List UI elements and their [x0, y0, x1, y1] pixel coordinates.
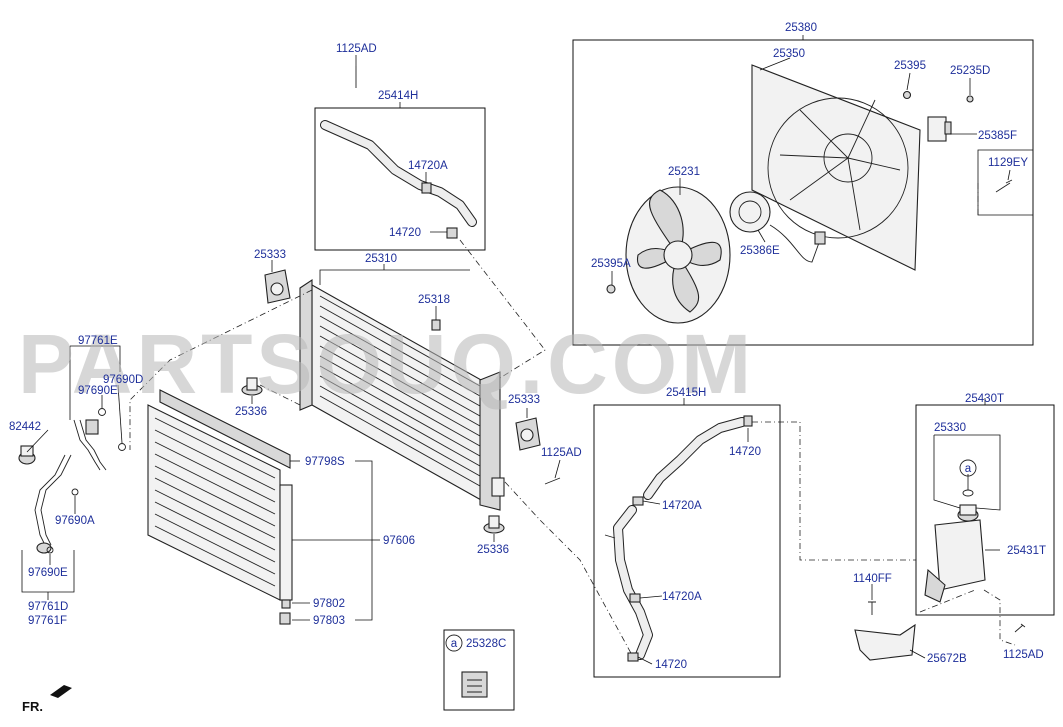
label-25330[interactable]: 25330 [934, 422, 966, 434]
hose-25415H-lower[interactable] [604, 505, 653, 660]
label-25672B[interactable]: 25672B [927, 653, 967, 665]
fan-blade-25231[interactable] [625, 186, 731, 324]
clamp-14720A-top[interactable] [421, 182, 432, 194]
label-97798S[interactable]: 97798S [305, 456, 345, 468]
caution-label-icon [461, 671, 488, 698]
bolt-1140FF[interactable] [868, 601, 876, 615]
oring-97690E-top[interactable] [98, 408, 106, 416]
label-1125AD-top[interactable]: 1125AD [336, 43, 377, 55]
label-14720-mid[interactable]: 14720 [729, 446, 761, 458]
label-25350[interactable]: 25350 [773, 48, 805, 60]
label-1125AD-br[interactable]: 1125AD [1003, 649, 1044, 661]
label-14720A-top[interactable]: 14720A [408, 160, 448, 172]
label-1140FF[interactable]: 1140FF [853, 573, 892, 585]
label-97761D[interactable]: 97761D [28, 601, 68, 613]
label-14720-top[interactable]: 14720 [389, 227, 421, 239]
label-97802[interactable]: 97802 [313, 598, 345, 610]
label-97690D[interactable]: 97690D [103, 374, 143, 386]
ac-pipe-97761D[interactable] [34, 454, 72, 554]
label-97761F[interactable]: 97761F [28, 615, 67, 627]
label-25333-left[interactable]: 25333 [254, 249, 286, 261]
label-14720A-mid1[interactable]: 14720A [662, 500, 702, 512]
clamp-14720A-mid2[interactable] [629, 593, 641, 603]
oring-97690E-bot[interactable] [46, 546, 54, 554]
cap-25330[interactable] [957, 504, 979, 522]
label-25430T[interactable]: 25430T [965, 393, 1004, 405]
label-25386E[interactable]: 25386E [740, 245, 780, 257]
cap-97803[interactable] [279, 612, 291, 625]
bolt-1125AD-br[interactable] [1014, 623, 1026, 633]
label-25310[interactable]: 25310 [365, 253, 397, 265]
front-label: FR. [22, 699, 43, 714]
mount-25333-left[interactable] [264, 269, 291, 304]
label-25395[interactable]: 25395 [894, 60, 926, 72]
label-25336-right[interactable]: 25336 [477, 544, 509, 556]
callout-a-top-text: a [965, 463, 972, 475]
label-14720-bot[interactable]: 14720 [655, 659, 687, 671]
label-25328C[interactable]: 25328C [466, 638, 506, 650]
ac-pipe-97761E[interactable] [73, 419, 107, 471]
label-82442[interactable]: 82442 [9, 421, 41, 433]
label-1129EY[interactable]: 1129EY [988, 157, 1028, 169]
label-25395A[interactable]: 25395A [591, 258, 631, 270]
label-box-25328C [443, 629, 515, 711]
label-25380[interactable]: 25380 [785, 22, 817, 34]
callout-a-bottom [445, 634, 463, 652]
label-25385F[interactable]: 25385F [978, 130, 1017, 142]
label-25318[interactable]: 25318 [418, 294, 450, 306]
oring-97690D[interactable] [118, 443, 126, 451]
valve-82442[interactable] [18, 445, 36, 465]
screw-25395[interactable] [902, 90, 912, 100]
mount-25336-right[interactable] [483, 515, 505, 534]
hose-25414H[interactable] [320, 120, 477, 227]
screw-25395A[interactable] [606, 284, 616, 294]
clamp-14720-top[interactable] [446, 227, 458, 239]
bolt-1129EY[interactable] [995, 179, 1013, 193]
label-14720A-mid2[interactable]: 14720A [662, 591, 702, 603]
label-97761E[interactable]: 97761E [78, 335, 118, 347]
hose-25415H-upper[interactable] [643, 417, 747, 500]
label-97690E-bot[interactable]: 97690E [28, 567, 68, 579]
mount-25333-right[interactable] [515, 417, 541, 451]
oring-97690A[interactable] [71, 488, 79, 496]
label-25336-left[interactable]: 25336 [235, 406, 267, 418]
condenser-97606[interactable] [147, 389, 293, 609]
label-25333-right[interactable]: 25333 [508, 394, 540, 406]
label-97606[interactable]: 97606 [383, 535, 415, 547]
fan-motor-25386E[interactable] [729, 191, 826, 263]
callout-a-bottom-text: a [451, 638, 458, 650]
bolt-1125AD-mid[interactable] [544, 477, 561, 485]
clamp-14720-mid[interactable] [743, 415, 753, 427]
bracket-25672B[interactable] [854, 623, 916, 661]
watermark-text: PARTSOUQ.COM [18, 317, 755, 411]
hose-group-box-25415H [593, 404, 781, 678]
callout-a-top [959, 459, 977, 477]
fan-shroud-25350[interactable] [751, 64, 921, 271]
clamp-14720A-mid1[interactable] [632, 496, 644, 506]
label-25415H[interactable]: 25415H [666, 387, 706, 399]
label-97803[interactable]: 97803 [313, 615, 345, 627]
resistor-25385F[interactable] [927, 116, 952, 142]
front-arrow-icon [50, 685, 72, 698]
bolt-25235D[interactable] [966, 95, 974, 103]
label-25431T[interactable]: 25431T [1007, 545, 1046, 557]
clamp-14720-bot[interactable] [627, 652, 639, 662]
label-25231[interactable]: 25231 [668, 166, 700, 178]
label-97690E-top[interactable]: 97690E [78, 385, 118, 397]
label-25235D[interactable]: 25235D [950, 65, 990, 77]
radiator-25310[interactable] [299, 278, 505, 511]
mount-25336-left[interactable] [241, 377, 263, 396]
label-25414H[interactable]: 25414H [378, 90, 418, 102]
label-97690A[interactable]: 97690A [55, 515, 95, 527]
label-1125AD-mid[interactable]: 1125AD [541, 447, 582, 459]
reservoir-25431T[interactable] [924, 519, 986, 603]
gasket-ring [962, 489, 974, 497]
